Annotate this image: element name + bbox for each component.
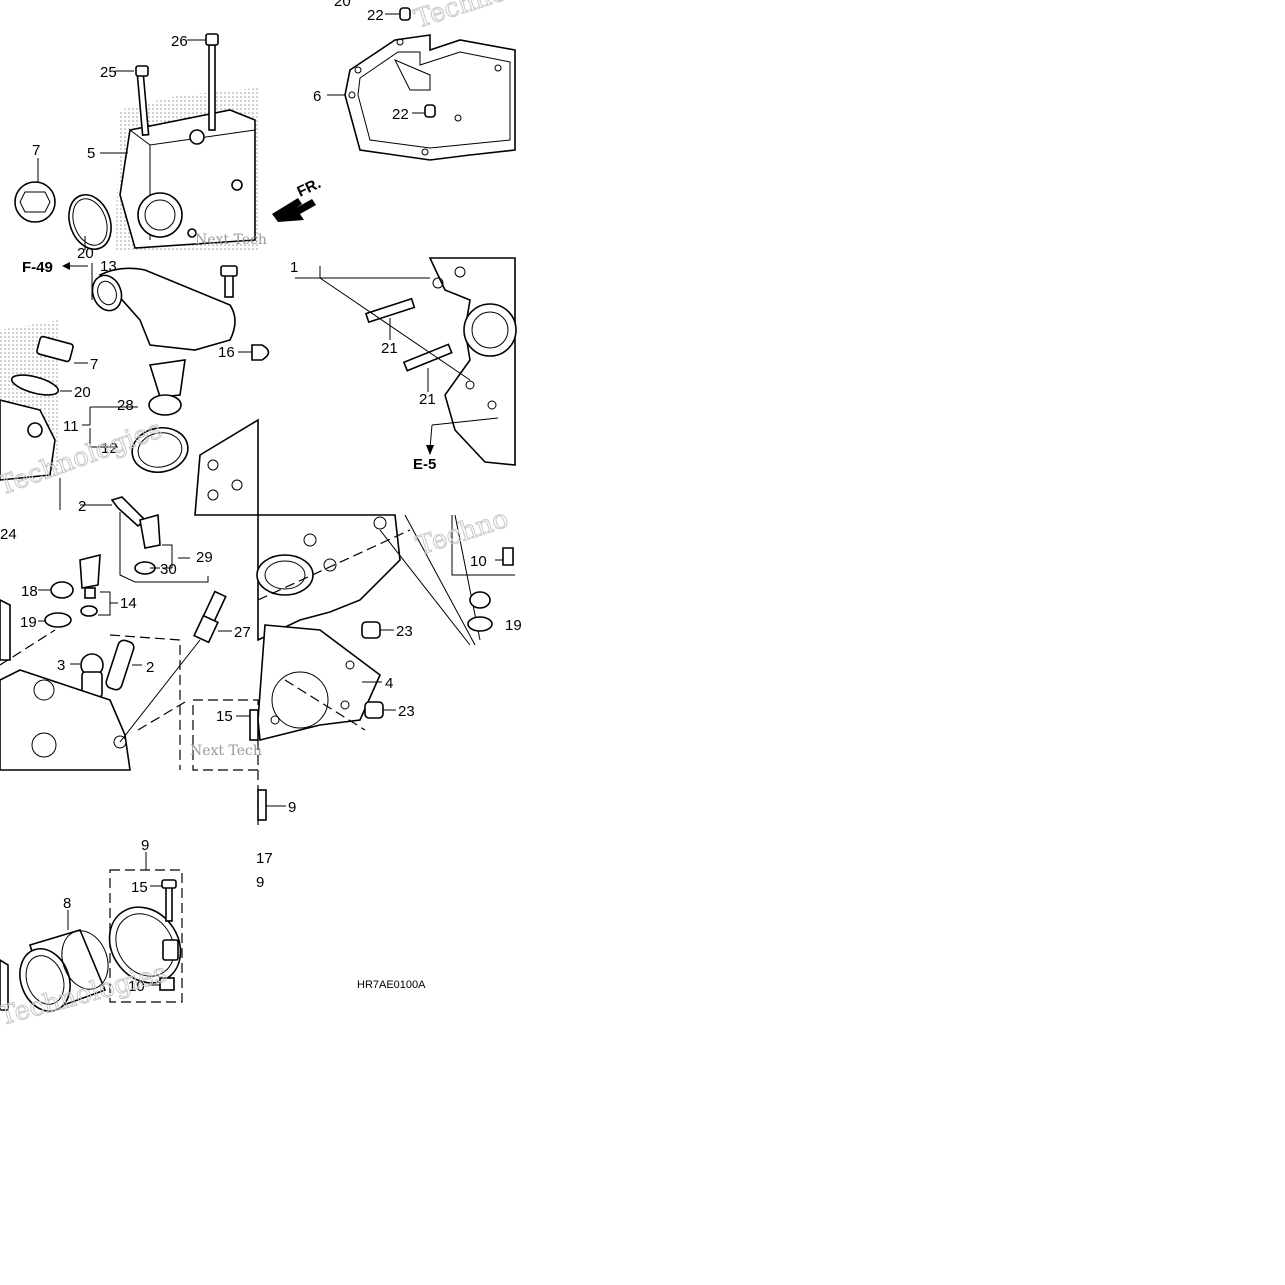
callout-22-lower: 22 <box>392 106 409 123</box>
callout-11: 11 <box>63 418 79 435</box>
ref-e5: E-5 <box>413 456 436 473</box>
callout-17: 17 <box>256 850 273 867</box>
callout-8: 8 <box>63 895 71 912</box>
sensor-14 <box>79 553 101 589</box>
front-arrow-icon <box>272 198 316 222</box>
callout-10a: 10 <box>470 553 487 570</box>
dowel-23a <box>361 621 381 639</box>
callout-7b: 7 <box>90 356 98 373</box>
cap-7 <box>36 335 74 363</box>
callout-19b: 19 <box>505 617 522 634</box>
callout-30: 30 <box>160 561 177 578</box>
filler-cap-7 <box>14 181 56 223</box>
callout-2b: 2 <box>146 659 154 676</box>
callout-9b: 9 <box>256 874 264 891</box>
callout-25: 25 <box>100 64 117 81</box>
callout-7: 7 <box>32 142 40 159</box>
callout-12: 12 <box>101 440 118 457</box>
panel-gasket: 20 22 22 6 Techno <box>313 0 516 161</box>
dowel-23b <box>364 701 384 719</box>
callout-2a: 2 <box>78 498 86 515</box>
callout-13: 13 <box>100 258 117 275</box>
washer-19 <box>44 612 72 628</box>
callout-5: 5 <box>87 145 95 162</box>
callout-9c: 9 <box>141 837 149 854</box>
panel-sensors: 24 2 29 30 18 14 19 27 3 2 15 Next Tech <box>0 496 262 771</box>
cylinder-head-cover <box>119 109 256 249</box>
callout-1: 1 <box>290 259 298 276</box>
callout-24: 24 <box>0 526 17 543</box>
nut-18 <box>50 581 74 599</box>
callout-9a: 9 <box>288 799 296 816</box>
callout-21a: 21 <box>381 340 398 357</box>
watermark-text: Next Tech <box>195 232 267 248</box>
panel-crankcase-studs: 1 21 21 E-5 <box>290 257 517 473</box>
callout-21b: 21 <box>419 391 436 408</box>
thermostat-cover-13 <box>98 267 236 351</box>
callout-22: 22 <box>367 7 384 24</box>
pipe-2 <box>105 639 135 691</box>
callout-14: 14 <box>120 595 137 612</box>
dowel-22 <box>399 7 411 21</box>
callout-15a: 15 <box>216 708 233 725</box>
nut-10 <box>159 977 175 991</box>
thermostat-28 <box>148 359 186 398</box>
panel-cylinder-head: FR. 26 25 7 5 20 Next Tech <box>14 33 324 262</box>
callout-6: 6 <box>313 88 321 105</box>
callout-29: 29 <box>196 549 213 566</box>
diagram-code: HR7AE0100A <box>357 979 426 991</box>
seal-12 <box>131 426 189 474</box>
gasket-6 <box>344 34 516 161</box>
callout-15b: 15 <box>131 879 148 896</box>
callout-23b: 23 <box>398 703 415 720</box>
front-direction-label: FR. <box>295 175 324 201</box>
sensor-29 <box>139 513 161 549</box>
callout-20: 20 <box>77 245 94 262</box>
callout-3: 3 <box>57 657 65 674</box>
callout-28: 28 <box>117 397 134 414</box>
callout-10b: 10 <box>128 978 145 995</box>
dowel-22b <box>424 104 436 118</box>
callout-27: 27 <box>234 624 251 641</box>
callout-4: 4 <box>385 675 393 692</box>
o-ring-20b <box>10 374 60 396</box>
callout-19a: 19 <box>20 614 37 631</box>
gasket-4 <box>257 624 381 742</box>
panel-cylinder: 10 19 23 4 23 9 17 9 Techno <box>256 503 522 891</box>
stud-21a <box>364 297 416 324</box>
callout-23a: 23 <box>396 623 413 640</box>
callout-16: 16 <box>218 344 235 361</box>
panel-thermostat: F-49 13 16 7 20 28 11 12 Technologies <box>0 258 270 516</box>
callout-26: 26 <box>171 33 188 50</box>
bolt-26 <box>208 44 216 131</box>
panel-intake-boot: 9 8 15 10 Technologies <box>0 837 183 1032</box>
callout-20b: 20 <box>74 384 91 401</box>
stud-21b <box>402 343 453 372</box>
watermark-text-2: Next Tech <box>190 743 262 759</box>
callout-18: 18 <box>21 583 38 600</box>
ref-f49: F-49 <box>22 259 53 276</box>
callout-20-top: 20 <box>334 0 351 10</box>
screw-15 <box>165 885 173 922</box>
watermark-brand: Techno <box>411 0 510 35</box>
